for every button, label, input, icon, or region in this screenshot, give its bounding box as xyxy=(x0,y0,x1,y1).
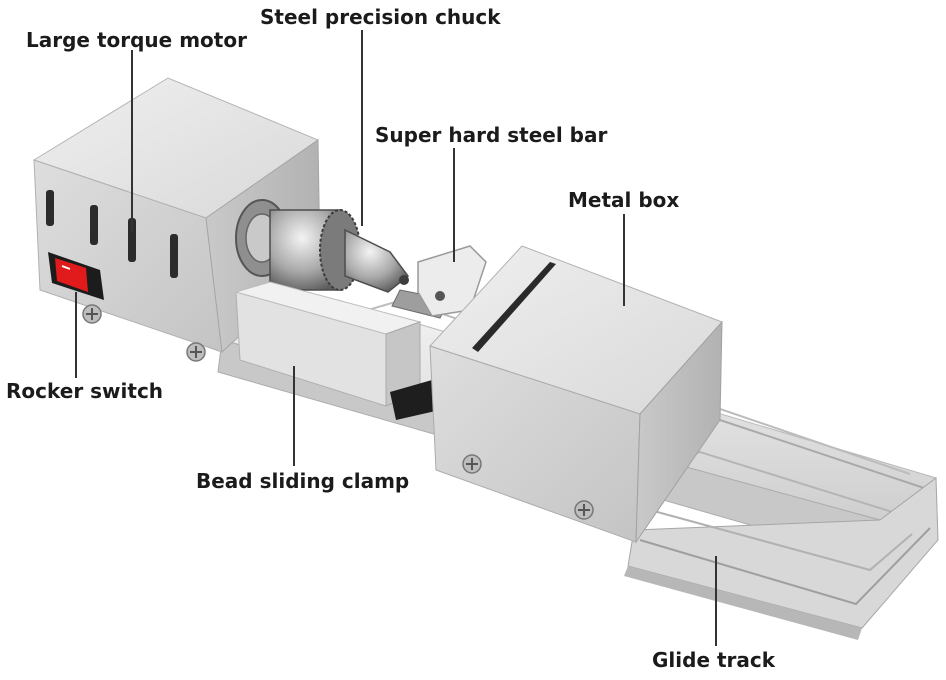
label-rocker-switch: Rocker switch xyxy=(6,379,164,403)
label-bead-sliding-clamp: Bead sliding clamp xyxy=(196,469,410,493)
vent-slots xyxy=(46,190,178,278)
rocker-switch xyxy=(48,252,104,300)
label-large-torque-motor: Large torque motor xyxy=(26,28,247,52)
leader-lines xyxy=(75,30,717,646)
label-metal-box: Metal box xyxy=(568,188,680,212)
bead-sliding-clamp xyxy=(234,281,440,420)
screw-icon xyxy=(82,304,206,362)
screw-icon xyxy=(462,454,594,520)
label-super-hard-steel-bar: Super hard steel bar xyxy=(375,123,608,147)
metal-box xyxy=(429,245,723,544)
label-steel-precision-chuck: Steel precision chuck xyxy=(260,5,501,29)
spindle-assembly xyxy=(235,199,410,293)
label-glide-track: Glide track xyxy=(652,648,776,672)
